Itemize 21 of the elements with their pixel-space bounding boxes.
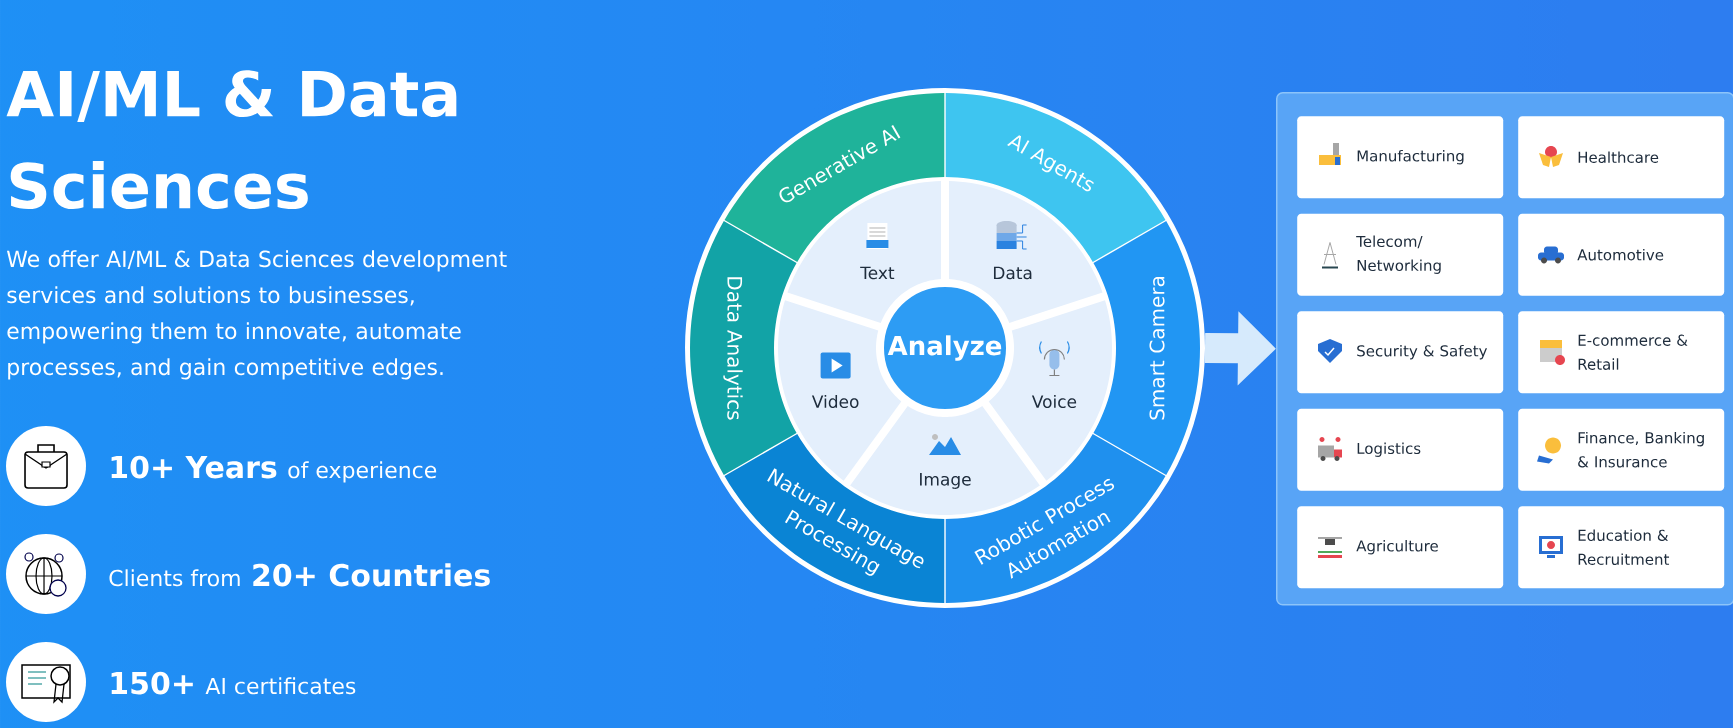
heading: AI/ML & Data Sciences (6, 70, 457, 210)
industry-card: E-commerce & Retail (1518, 311, 1725, 394)
industry-card: Finance, Banking & Insurance (1518, 408, 1725, 491)
industry-card: Automotive (1518, 213, 1725, 296)
stat-figure: 20+ Countries (253, 563, 490, 587)
wheel-segment: Smart Camera (1093, 221, 1200, 475)
stat-text: AI certificates (205, 677, 356, 695)
industry-card: Telecom/ Networking (1297, 213, 1504, 296)
stat-figure: 150+ (111, 671, 193, 695)
industry-card: Agriculture (1297, 506, 1504, 589)
node-label: Voice (1031, 394, 1077, 409)
industry-card: Security & Safety (1297, 311, 1504, 394)
stat-text: Clients from (109, 569, 240, 587)
industry-card: Education & Recruitment (1518, 506, 1725, 589)
industry-card: Logistics (1297, 408, 1504, 491)
stat-figure: 10+ Years (111, 455, 277, 479)
stat-text: of experience (288, 461, 437, 483)
intro-paragraph: We offer AI/ML & Data Sciences development services and solutions to businesses, empowering them to innovate, automate processes, and gain competitive edges. (6, 250, 507, 380)
industry-card: Manufacturing (1297, 116, 1504, 199)
node-label: Video (811, 394, 859, 409)
industry-card: Healthcare (1518, 116, 1725, 199)
